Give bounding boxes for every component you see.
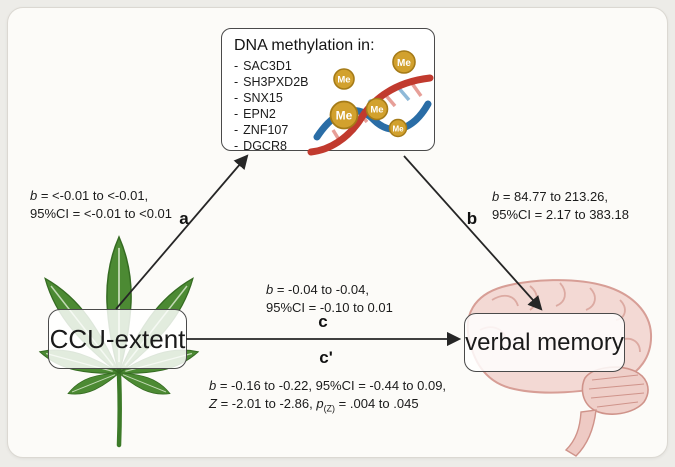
stat-line: Z = -2.01 to -2.86, p(Z) = .004 to .045: [209, 395, 419, 414]
gene-name: SH3PXD2B: [243, 75, 309, 89]
path-c-label: c: [318, 312, 328, 331]
gene-list-item: -SAC3D1: [234, 59, 292, 73]
path-c-stats: b = -0.04 to -0.04, 95%CI = -0.10 to 0.0…: [266, 281, 393, 316]
predictor-label: CCU-extent: [49, 323, 186, 354]
outcome-box: verbal memory: [464, 313, 625, 372]
gene-list-item: -ZNF107: [234, 123, 289, 137]
dna-box-title: DNA methylation in:: [234, 37, 375, 54]
outcome-label: verbal memory: [465, 328, 624, 356]
gene-list-item: -EPN2: [234, 107, 276, 121]
gene-list-item: -SNX15: [234, 91, 283, 105]
gene-name: ZNF107: [243, 123, 289, 137]
path-a-stats: b = <-0.01 to <-0.01, 95%CI = <-0.01 to …: [30, 187, 172, 222]
stat-line: b = 84.77 to 213.26,: [492, 189, 609, 204]
path-b-stats: b = 84.77 to 213.26, 95%CI = 2.17 to 383…: [492, 188, 629, 223]
path-c-prime-label: c': [319, 348, 333, 367]
gene-name: DGCR8: [243, 139, 287, 153]
stat-line: 95%CI = <-0.01 to <0.01: [30, 205, 173, 221]
gene-list-item: -DGCR8: [234, 139, 287, 153]
gene-name: SNX15: [243, 91, 283, 105]
gene-name: EPN2: [243, 107, 276, 121]
stat-line: b = <-0.01 to <-0.01,: [30, 188, 149, 203]
stat-line: 95%CI = -0.10 to 0.01: [266, 299, 393, 315]
predictor-box: CCU-extent: [48, 309, 187, 369]
path-c-prime-stats: b = -0.16 to -0.22, 95%CI = -0.44 to 0.0…: [209, 377, 446, 418]
stat-line: b = -0.16 to -0.22, 95%CI = -0.44 to 0.0…: [209, 378, 447, 393]
gene-list-item: -SH3PXD2B: [234, 75, 309, 89]
stat-line: 95%CI = 2.17 to 383.18: [492, 206, 629, 222]
gene-name: SAC3D1: [243, 59, 292, 73]
path-a-label: a: [179, 209, 189, 228]
dna-methylation-box: DNA methylation in: -SAC3D1 -SH3PXD2B -S…: [221, 28, 435, 153]
stat-line: b = -0.04 to -0.04,: [266, 282, 369, 297]
path-b-label: b: [466, 209, 478, 228]
